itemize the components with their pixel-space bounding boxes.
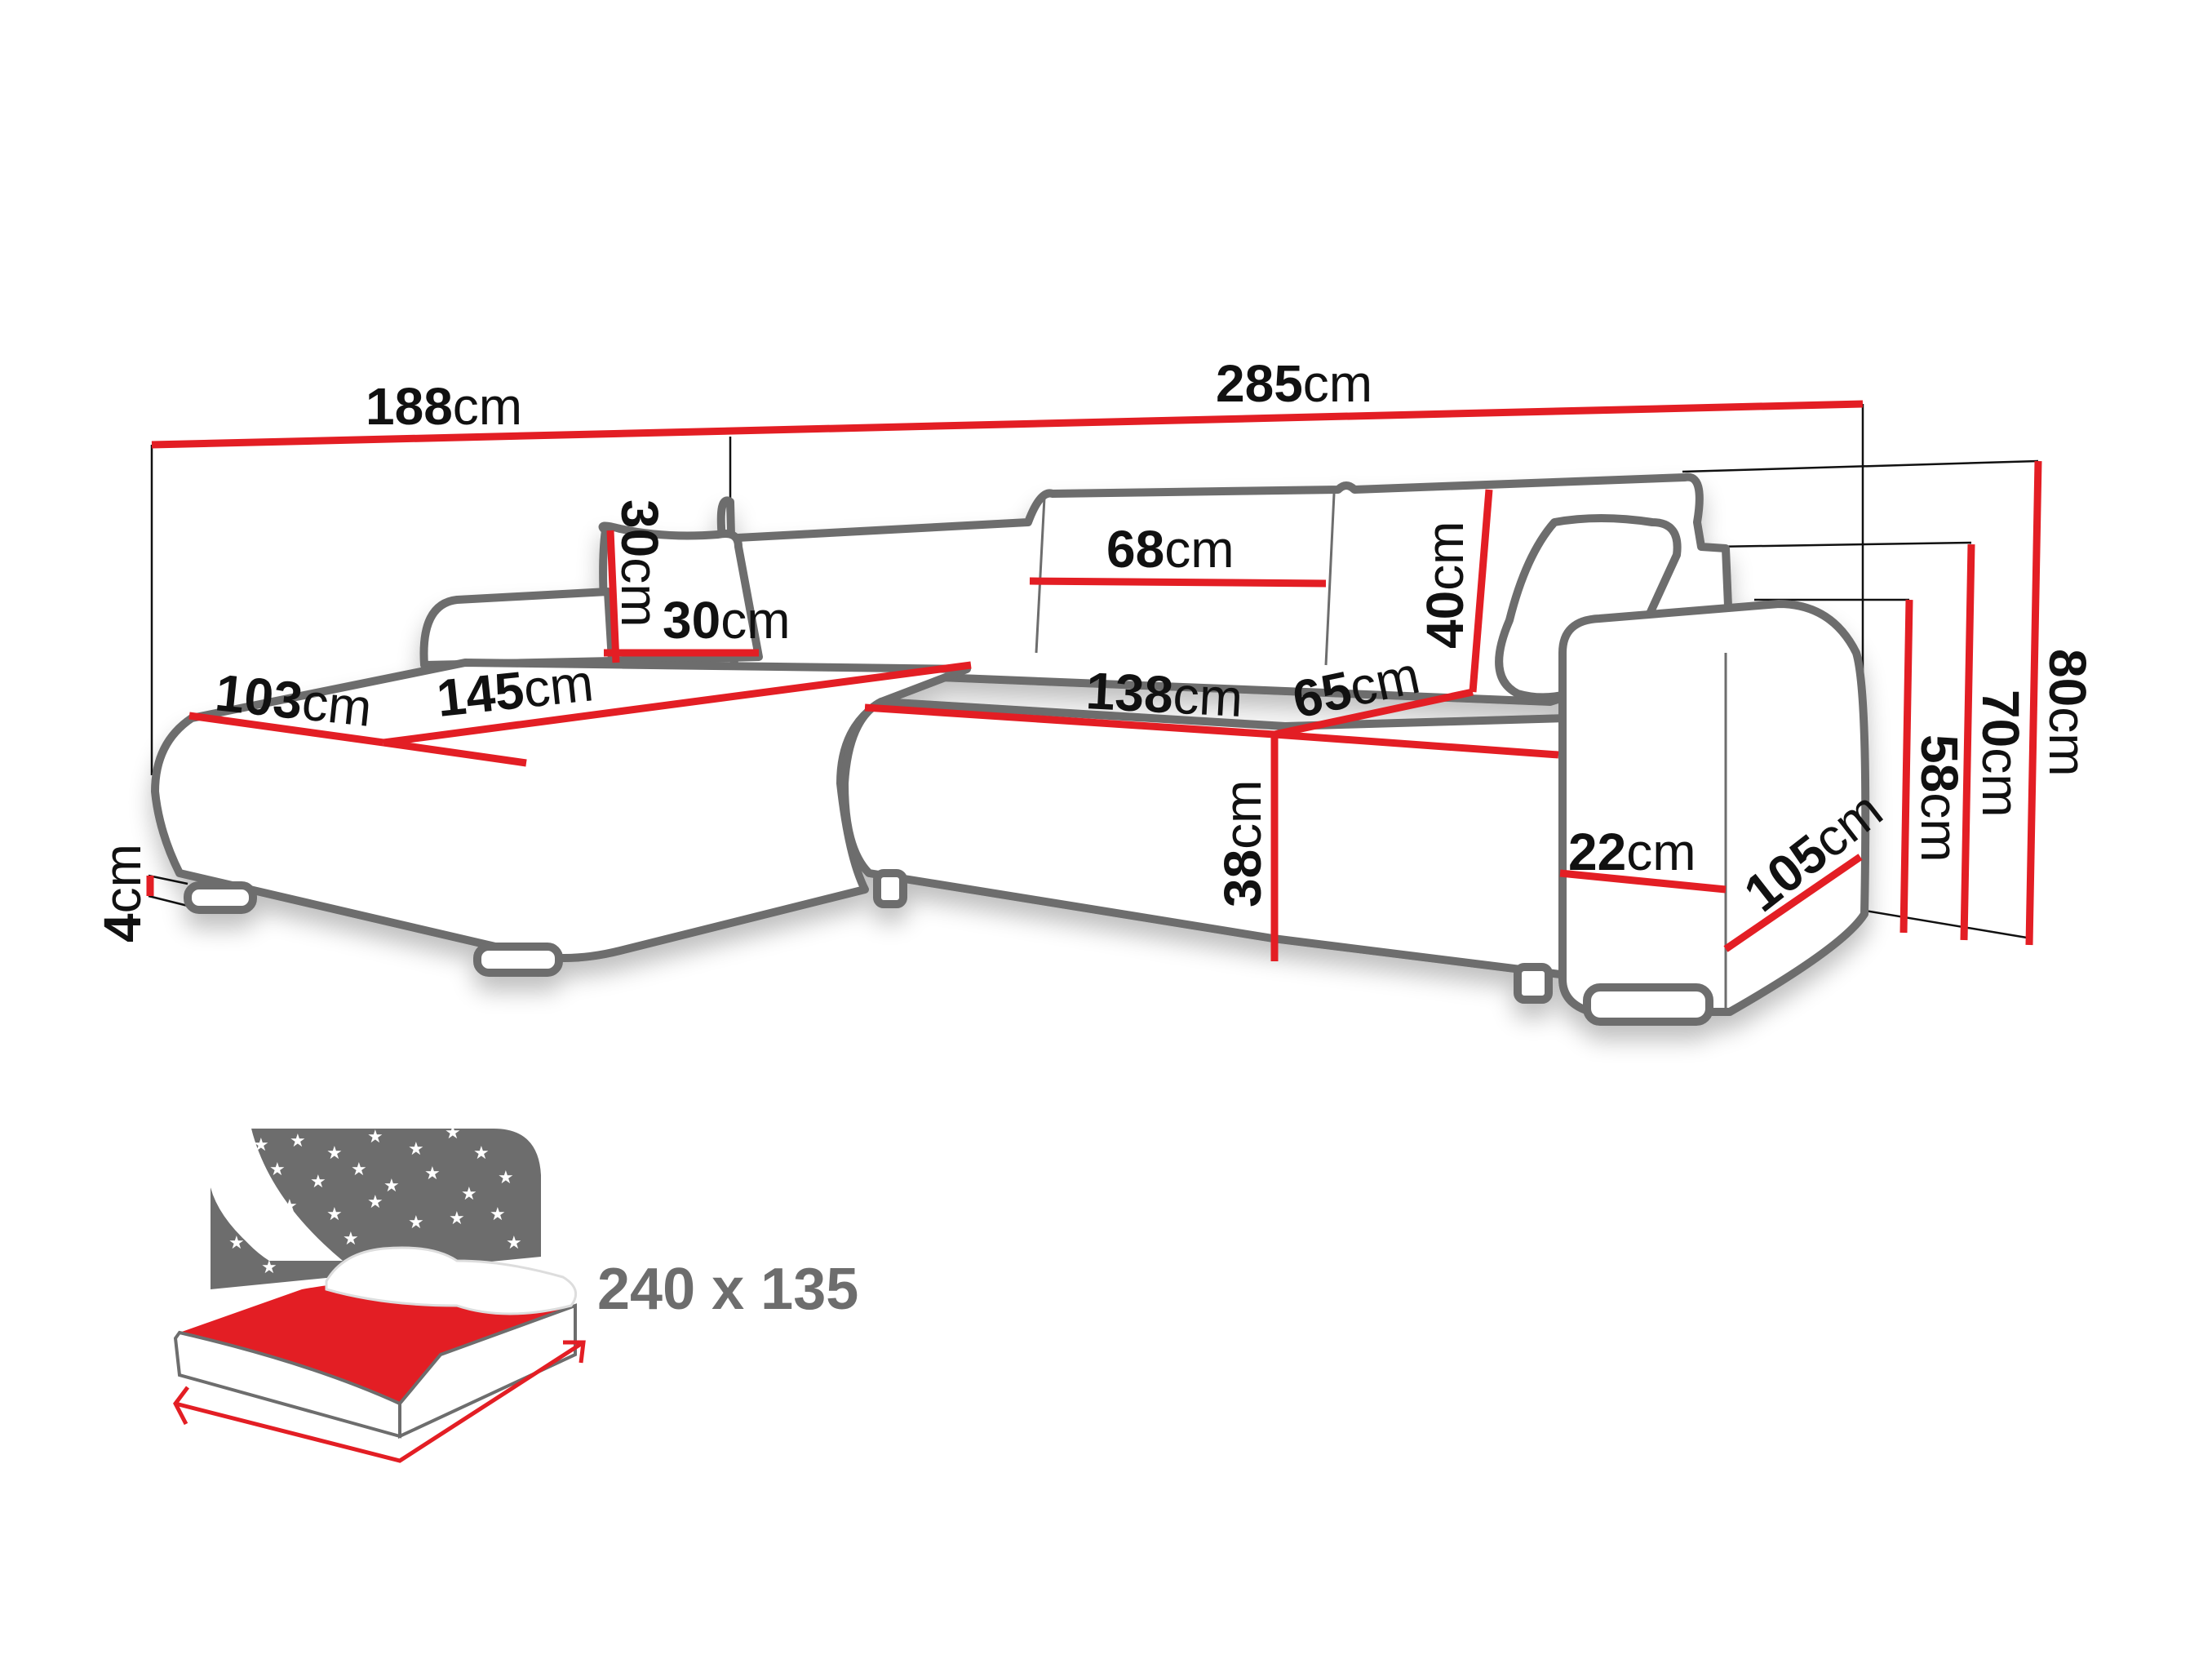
svg-text:★: ★ [383, 1176, 400, 1196]
label-145: 145cm [434, 653, 596, 728]
label-285: 285cm [1216, 354, 1372, 413]
label-58: 58cm [1910, 734, 1969, 863]
svg-text:★: ★ [228, 1233, 245, 1253]
dim-line-main-seat [864, 703, 1275, 739]
dim-line-seat-depth [1274, 688, 1474, 739]
svg-text:★: ★ [449, 1209, 465, 1229]
svg-text:★: ★ [445, 1123, 461, 1143]
dim-line-chaise-depth [188, 712, 384, 747]
dim-line-overall-width [151, 400, 1864, 449]
label-103: 103cm [213, 663, 375, 738]
svg-text:★: ★ [461, 1184, 477, 1204]
dim-line-armrest-width [1559, 869, 1727, 894]
svg-text:★: ★ [498, 1168, 514, 1188]
dim-line-chaise-length [383, 661, 972, 747]
svg-text:★: ★ [351, 1160, 367, 1180]
dimension-lines [146, 400, 2042, 961]
dim-line-back-height [1469, 489, 1493, 693]
svg-text:★: ★ [506, 1233, 522, 1253]
svg-text:★: ★ [424, 1164, 441, 1184]
svg-text:★: ★ [326, 1143, 343, 1164]
dim-line-depth [1723, 854, 1863, 952]
sleeping-area-size: 240 x 135 [597, 1257, 858, 1322]
svg-text:★: ★ [253, 1135, 269, 1156]
label-22: 22cm [1568, 823, 1696, 881]
svg-text:★: ★ [269, 1160, 286, 1180]
svg-text:★: ★ [367, 1127, 383, 1147]
dim-line-cushion-width [1029, 577, 1327, 588]
label-80: 80cm [2038, 649, 2097, 777]
label-pillow-width: 30cm [663, 591, 791, 650]
dim-line-height-80 [2025, 460, 2042, 946]
svg-text:★: ★ [408, 1213, 424, 1233]
svg-text:★: ★ [326, 1204, 343, 1225]
svg-text:★: ★ [281, 1196, 298, 1217]
svg-text:★: ★ [473, 1143, 490, 1164]
svg-text:★: ★ [261, 1258, 277, 1278]
label-38: 38cm [1213, 780, 1272, 908]
svg-text:★: ★ [367, 1192, 383, 1213]
label-138: 138cm [1084, 661, 1244, 728]
label-70: 70cm [1971, 690, 2030, 818]
bed-icon: ★★★ ★★★ ★★★ ★★★ ★★★ ★★★ ★★★ ★★★ 240 x 13… [173, 1123, 858, 1463]
svg-text:★: ★ [490, 1204, 506, 1225]
label-40: 40cm [1416, 521, 1474, 650]
svg-text:★: ★ [343, 1229, 359, 1249]
dim-line-height-70 [1960, 543, 1975, 941]
dim-line-chaise-front [383, 739, 527, 767]
svg-text:★: ★ [290, 1131, 306, 1151]
dim-line-height-58 [1899, 599, 1913, 934]
svg-text:★: ★ [408, 1139, 424, 1160]
svg-text:★: ★ [310, 1172, 326, 1192]
label-188: 188cm [366, 377, 522, 436]
label-68: 68cm [1106, 520, 1235, 579]
label-4: 4cm [93, 844, 152, 943]
dim-line-seat-front [1274, 730, 1559, 759]
label-65: 65cm [1288, 645, 1425, 730]
label-pillow-height: 30cm [610, 499, 669, 628]
dim-line-pillow-height [606, 530, 620, 663]
star-icons: ★★★ ★★★ ★★★ ★★★ ★★★ ★★★ ★★★ ★★★ [228, 1123, 522, 1278]
